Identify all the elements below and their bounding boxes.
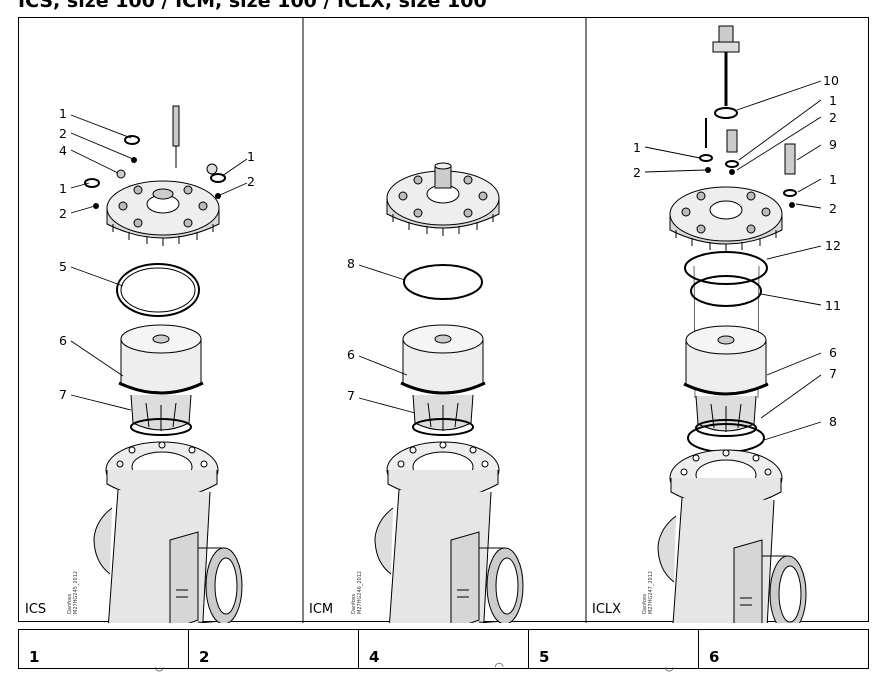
icm-exploded-view: 8 6 7	[347, 162, 524, 623]
component-number: 6	[709, 648, 720, 666]
panel-label-icm: ICM	[309, 602, 334, 617]
panel-label-iclx: ICLX	[592, 602, 622, 617]
callout-label: 1	[633, 140, 641, 155]
callout-label: 8	[347, 256, 355, 271]
component-cell: 6	[699, 630, 868, 668]
callout-label: 1	[247, 149, 255, 164]
callout-label: 1	[59, 181, 67, 196]
page-title: ICS, size 100 / ICM, size 100 / ICLX, si…	[18, 0, 487, 12]
callout-label: 2	[829, 110, 837, 125]
drawing-stamp: Danfoss M27HG246_2012	[351, 570, 363, 614]
callout-label: 6	[59, 333, 67, 348]
ics-exploded-view: 1 2 4 1 2 1 2 5 6 7	[59, 105, 255, 623]
callout-label: 2	[247, 174, 255, 189]
component-table: 1 ◡ 2 4 ◠ 5 ◡ 6	[18, 629, 869, 673]
callout-label: 7	[829, 366, 837, 381]
drawing-stamp: Danfoss M27HG247_2012	[642, 570, 654, 614]
callout-label: 7	[347, 388, 355, 403]
component-cell: 5 ◡	[529, 630, 699, 673]
callout-label: 2	[829, 201, 837, 216]
component-cell: 1 ◡	[19, 630, 189, 673]
callout-label: 6	[347, 347, 355, 362]
component-number: 4	[369, 648, 380, 666]
callout-label: 1	[829, 172, 837, 187]
exploded-diagram: 1 2 4 1 2 1 2 5 6 7 8 6 7	[59, 18, 841, 623]
component-number: 5	[539, 648, 550, 666]
callout-label: 2	[59, 206, 67, 221]
component-cell: 4 ◠	[359, 630, 529, 673]
drawing-stamp: Danfoss M27HG245_2012	[67, 570, 79, 614]
callout-label: 7	[59, 387, 67, 402]
callout-label: 8	[829, 414, 837, 429]
callout-label: 2	[59, 126, 67, 141]
callout-label: 5	[59, 259, 67, 274]
callout-label: 9	[829, 137, 837, 152]
callout-label: 11	[825, 298, 841, 313]
callout-label: 10	[823, 73, 839, 88]
callout-label: 2	[633, 165, 641, 180]
callout-label: 1	[829, 93, 837, 108]
callout-label: 1	[59, 106, 67, 121]
callout-label: 6	[829, 345, 837, 360]
component-number: 2	[199, 648, 210, 666]
component-cell: 2	[189, 630, 359, 668]
iclx-exploded-view: 10 1 2 1 2 9 1 2 12 11 6 7 8	[633, 25, 841, 623]
exploded-views: 1 2 4 1 2 1 2 5 6 7 8 6 7	[18, 17, 869, 623]
panel-label-ics: ICS	[25, 602, 47, 617]
callout-label: 4	[59, 143, 67, 158]
component-number: 1	[29, 648, 40, 666]
callout-label: 12	[825, 238, 841, 253]
